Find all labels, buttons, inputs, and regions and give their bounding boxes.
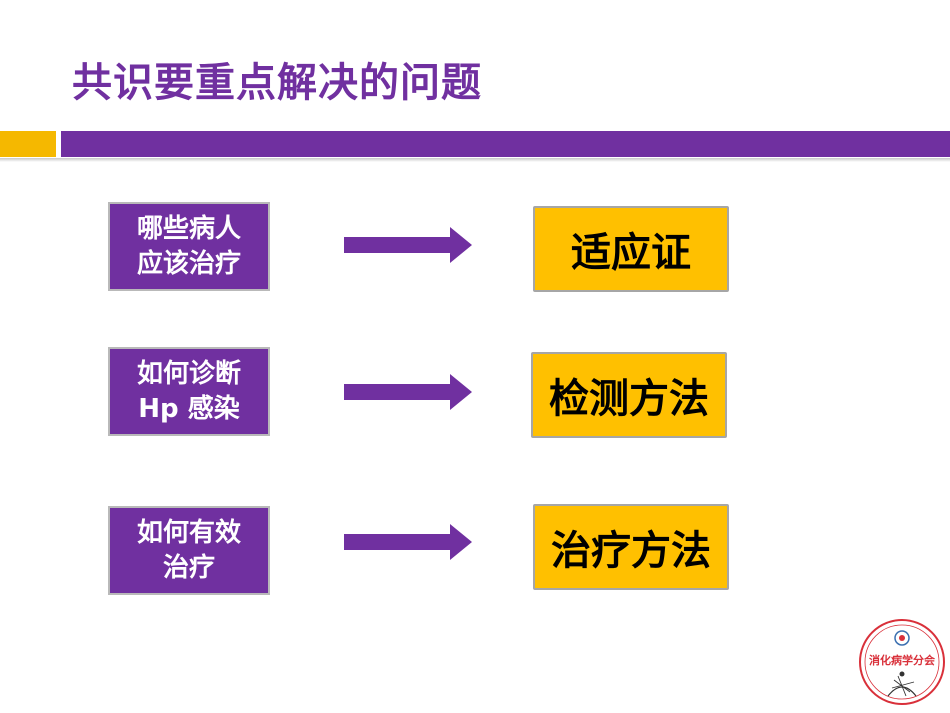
question-text: 哪些病人 应该治疗	[136, 213, 241, 279]
society-seal-logo: 消化病学分会	[859, 619, 945, 705]
answer-box-treatment-methods: 治疗方法	[533, 504, 729, 590]
slide-title: 共识要重点解决的问题	[72, 60, 482, 106]
answer-box-testing-methods: 检测方法	[531, 352, 727, 438]
arrow-right-icon	[344, 374, 472, 410]
answer-text: 检测方法	[549, 376, 709, 422]
svg-text:消化病学分会: 消化病学分会	[869, 653, 936, 667]
header-bar-shadow	[0, 158, 950, 162]
question-box-treatment: 如何有效 治疗	[108, 506, 270, 595]
arrow-right-icon	[344, 227, 472, 263]
question-box-diagnosis: 如何诊断 Hp 感染	[108, 347, 270, 436]
header-bar-yellow	[0, 131, 56, 157]
answer-text: 适应证	[571, 230, 691, 276]
question-box-indications: 哪些病人 应该治疗	[108, 202, 270, 291]
header-bar-purple	[61, 131, 950, 157]
answer-text: 治疗方法	[551, 528, 711, 574]
question-text: 如何有效 治疗	[136, 517, 241, 583]
arrow-right-icon	[344, 524, 472, 560]
question-text: 如何诊断 Hp 感染	[136, 358, 241, 424]
answer-box-indications: 适应证	[533, 206, 729, 292]
